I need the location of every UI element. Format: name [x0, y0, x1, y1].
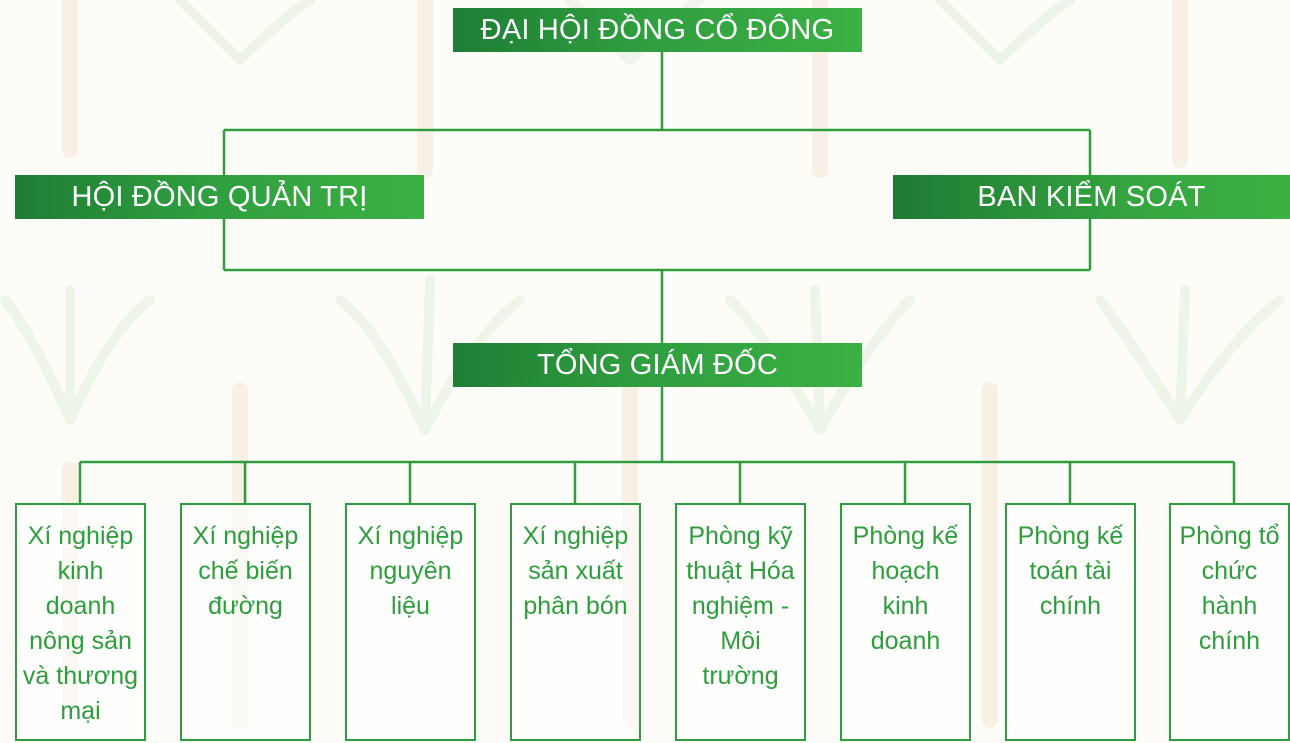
unit-box-1: Xí nghiệp kinh doanh nông sản và thương …	[15, 503, 146, 741]
unit-box-2: Xí nghiệp chế biến đường	[180, 503, 311, 741]
general-director-label: TỔNG GIÁM ĐỐC	[536, 348, 779, 381]
board-of-directors-label: HỘI ĐỒNG QUẢN TRỊ	[71, 180, 368, 213]
supervisory-board-label: BAN KIỂM SOÁT	[977, 180, 1206, 213]
unit-box-7: Phòng kế toán tài chính	[1005, 503, 1136, 741]
unit-box-3: Xí nghiệp nguyên liệu	[345, 503, 476, 741]
unit-label: Phòng kỹ thuật Hóa nghiệm - Môi trường	[686, 522, 795, 690]
board-of-directors-box: HỘI ĐỒNG QUẢN TRỊ	[15, 175, 424, 219]
unit-label: Xí nghiệp kinh doanh nông sản và thương …	[22, 522, 139, 725]
unit-label: Phòng kế toán tài chính	[1017, 522, 1124, 620]
supervisory-board-box: BAN KIỂM SOÁT	[893, 175, 1290, 219]
unit-label: Phòng tổ chức hành chính	[1179, 522, 1280, 655]
shareholders-meeting-label: ĐẠI HỘI ĐỒNG CỔ ĐÔNG	[480, 13, 835, 46]
shareholders-meeting-box: ĐẠI HỘI ĐỒNG CỔ ĐÔNG	[453, 8, 862, 52]
unit-box-4: Xí nghiệp sản xuất phân bón	[510, 503, 641, 741]
unit-box-6: Phòng kế hoạch kinh doanh	[840, 503, 971, 741]
unit-box-5: Phòng kỹ thuật Hóa nghiệm - Môi trường	[675, 503, 806, 741]
unit-label: Xí nghiệp chế biến đường	[192, 522, 299, 620]
unit-box-8: Phòng tổ chức hành chính	[1169, 503, 1290, 741]
unit-label: Xí nghiệp sản xuất phân bón	[522, 522, 629, 620]
general-director-box: TỔNG GIÁM ĐỐC	[453, 343, 862, 387]
unit-label: Xí nghiệp nguyên liệu	[357, 522, 464, 620]
unit-label: Phòng kế hoạch kinh doanh	[852, 522, 959, 655]
